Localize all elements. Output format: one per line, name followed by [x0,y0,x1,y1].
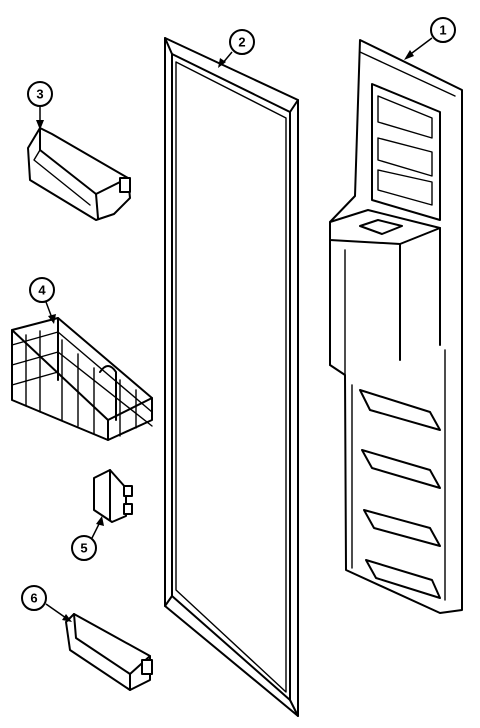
door-liner-part [329,39,463,614]
callout-3-circle [27,81,53,107]
door-gasket-part [164,37,299,717]
wire-basket-part [11,317,153,441]
callout-1-circle [430,17,456,43]
door-bin-bottom-part [65,613,153,691]
callout-6-label: 6 [30,591,37,606]
callout-1: 1 [404,17,456,60]
callout-2-label: 2 [238,35,245,50]
callout-4-circle [29,277,55,303]
callout-4-label: 4 [38,283,46,298]
callout-5: 5 [71,516,104,561]
callout-3: 3 [27,81,53,130]
callout-3-label: 3 [36,87,43,102]
door-bin-small-part [27,127,131,221]
callout-5-label: 5 [80,541,87,556]
callout-1-label: 1 [439,23,446,38]
callout-6: 6 [21,585,72,622]
clip-part [93,469,133,523]
callout-2: 2 [218,29,255,68]
callout-4: 4 [29,277,56,324]
callout-2-circle [229,29,255,55]
callout-6-circle [21,585,47,611]
callout-5-circle [71,535,97,561]
